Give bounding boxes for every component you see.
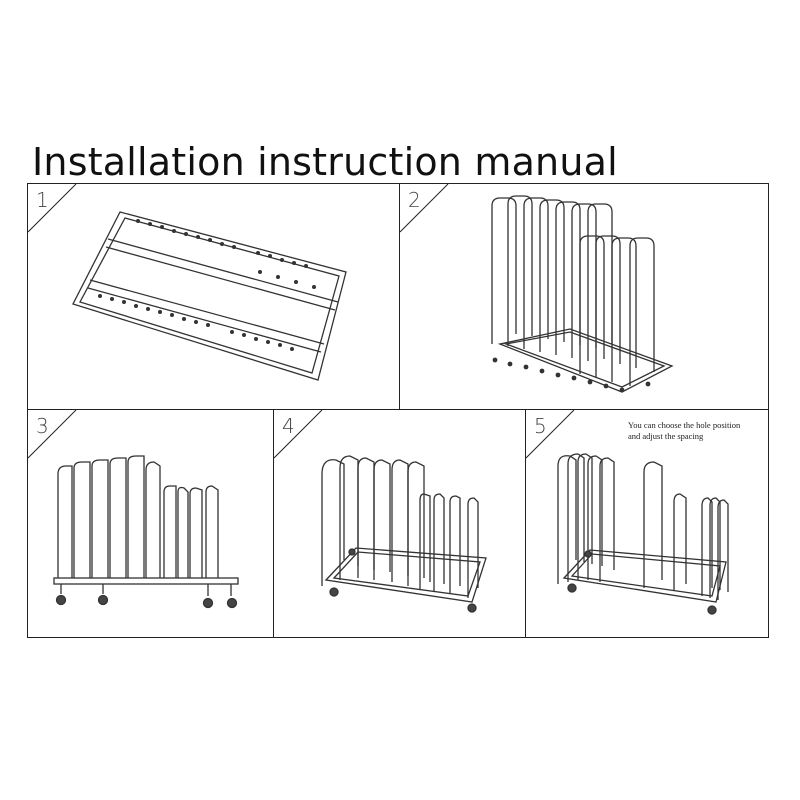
step-2-panel: 2 [399,183,769,410]
page-title: Installation instruction manual [32,140,618,184]
step-number: 1 [36,188,49,212]
adjusted-spacing-rack-illustration [557,453,729,615]
corner-notch [400,184,449,233]
corner-notch [28,410,77,459]
corner-notch [526,410,575,459]
base-frame-illustration [72,211,347,381]
step-5-panel: 5 You can choose the hole position and a… [525,409,769,638]
note-line-2: and adjust the spacing [628,431,704,441]
corner-notch [28,184,77,233]
assembled-rack-with-wheels-illustration [321,455,487,613]
divider-insertion-illustration [491,195,674,393]
step-number: 4 [282,414,295,438]
assembled-rack-side-illustration [53,455,239,609]
step-1-panel: 1 [27,183,400,410]
step-4-panel: 4 [273,409,526,638]
step-3-panel: 3 [27,409,274,638]
spacing-note: You can choose the hole position and adj… [628,420,754,442]
step-number: 3 [36,414,49,438]
step-number: 5 [534,414,547,438]
step-number: 2 [408,188,421,212]
corner-notch [274,410,323,459]
note-line-1: You can choose the hole position [628,420,741,430]
